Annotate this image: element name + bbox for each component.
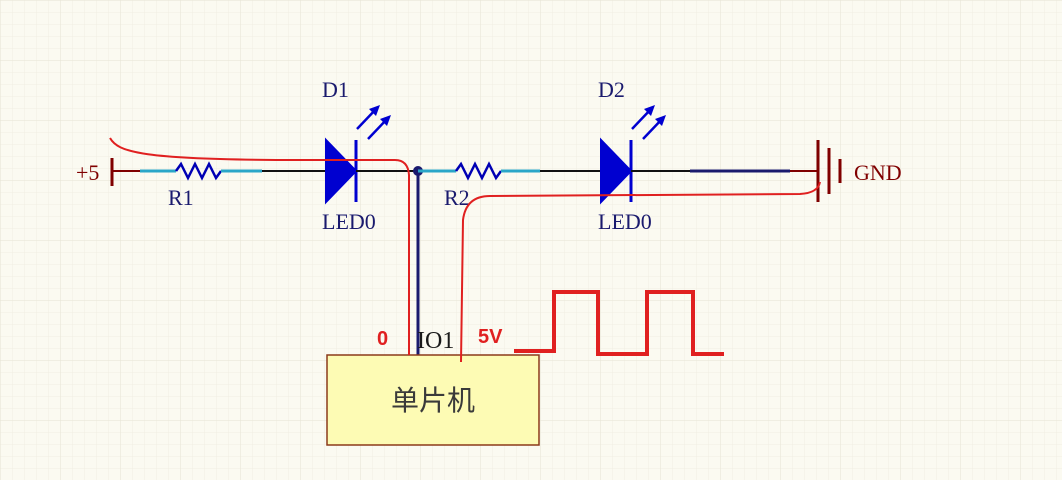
low-level-note: 0 (377, 328, 388, 350)
ground-label: GND (854, 160, 902, 185)
mcu-block[interactable]: 单片机 (326, 354, 540, 446)
d2-value: LED0 (598, 209, 652, 234)
high-level-note: 5V (478, 326, 503, 348)
r2-label: R2 (444, 185, 470, 210)
current-path-low (460, 181, 821, 363)
ground-port[interactable]: GND (816, 140, 902, 202)
mcu-label: 单片机 (391, 384, 475, 417)
supply-port[interactable]: +5 (76, 158, 140, 186)
current-path-high (109, 137, 410, 355)
r1-label: R1 (168, 185, 194, 210)
d2-designator: D2 (598, 77, 625, 102)
d1-designator: D1 (322, 77, 349, 102)
supply-label: +5 (76, 160, 99, 185)
square-wave (514, 290, 724, 356)
d1-value: LED0 (322, 209, 376, 234)
io1-label: IO1 (417, 328, 454, 354)
resistor-r1[interactable]: R1 (140, 161, 262, 210)
led-d1[interactable]: D1 LED0 (322, 77, 391, 234)
resistor-r2[interactable]: R2 (444, 161, 540, 210)
led-d2[interactable]: D2 LED0 (598, 77, 666, 234)
